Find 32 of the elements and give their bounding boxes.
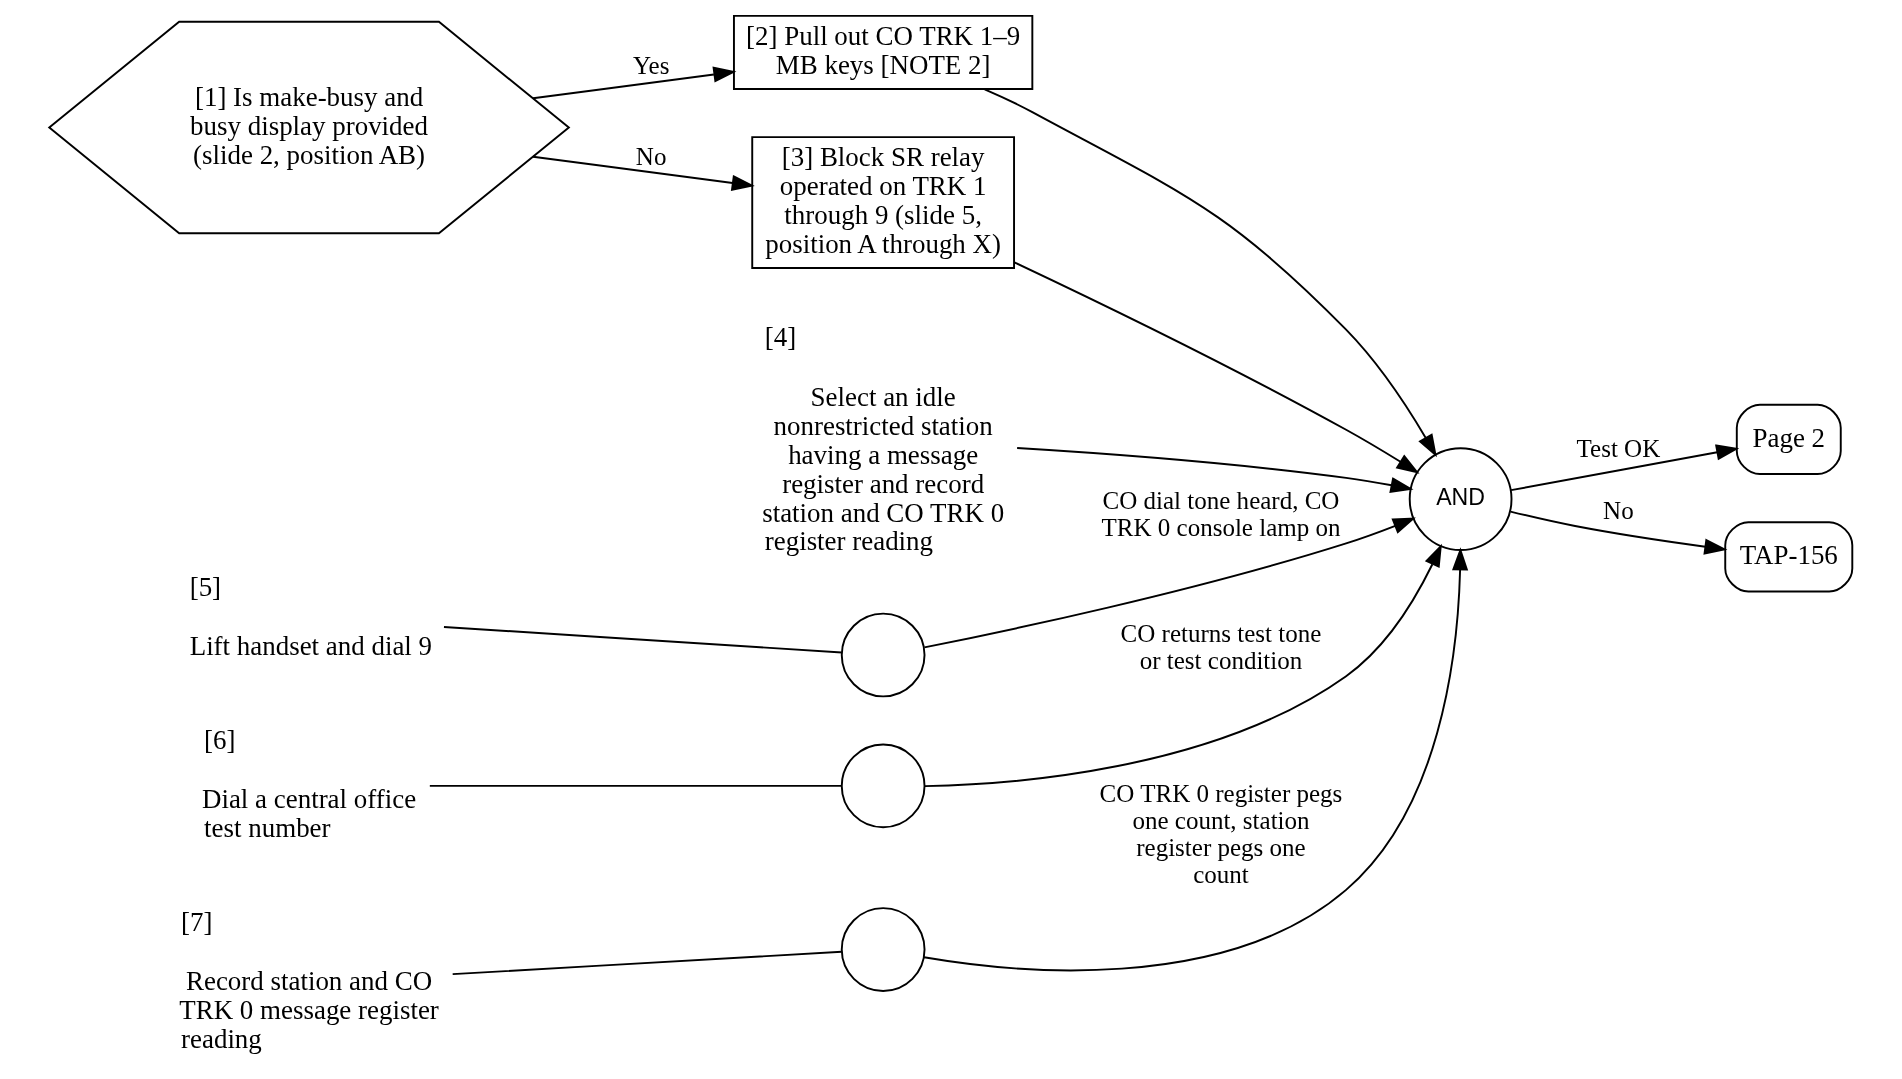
node-circle	[840, 907, 926, 992]
arrow	[1016, 447, 1414, 494]
arrow	[1013, 261, 1420, 474]
edge-label: No	[1603, 497, 1634, 525]
arrow	[983, 88, 1437, 458]
edge-label: Yes	[632, 52, 670, 80]
node-box: [3] Block SR relay operated on TRK 1 through 9 (slide 5, position A through X)	[751, 136, 1015, 270]
edge-label: CO dial tone heard, CO TRK 0 console lamp on	[1101, 487, 1341, 542]
node-text: [5] Lift handset and dial 9	[189, 571, 433, 662]
node-text: [7] Record station and CO TRK 0 message register reading	[179, 906, 439, 1055]
node-circle	[840, 743, 926, 829]
arrow	[923, 547, 1469, 972]
node-box: TAP-156	[1724, 521, 1854, 593]
arrow	[532, 155, 755, 191]
edge-label: CO TRK 0 register pegs one count, station register pegs one count	[1099, 780, 1343, 888]
connector	[443, 626, 843, 654]
arrow	[532, 66, 737, 100]
node-box: [2] Pull out CO TRK 1–9 MB keys [NOTE 2]	[733, 14, 1034, 90]
connector	[428, 784, 843, 787]
node-circle	[840, 612, 926, 698]
arrow	[923, 517, 1416, 649]
node-circle: AND	[1408, 447, 1513, 551]
node-text: [4] Select an idle nonrestricted station having a message register and record station and CO TRK 0 register reading	[762, 322, 1005, 557]
node-box: Page 2	[1735, 403, 1842, 475]
node-text: [6] Dial a central office test number	[201, 724, 417, 844]
arrow	[923, 543, 1442, 788]
arrow	[1510, 444, 1740, 492]
connector	[451, 950, 843, 976]
edge-label: CO returns test tone or test condition	[1120, 620, 1322, 675]
edge-label: Test OK	[1576, 435, 1661, 463]
edge-label: No	[635, 142, 667, 170]
arrow	[1509, 510, 1728, 555]
